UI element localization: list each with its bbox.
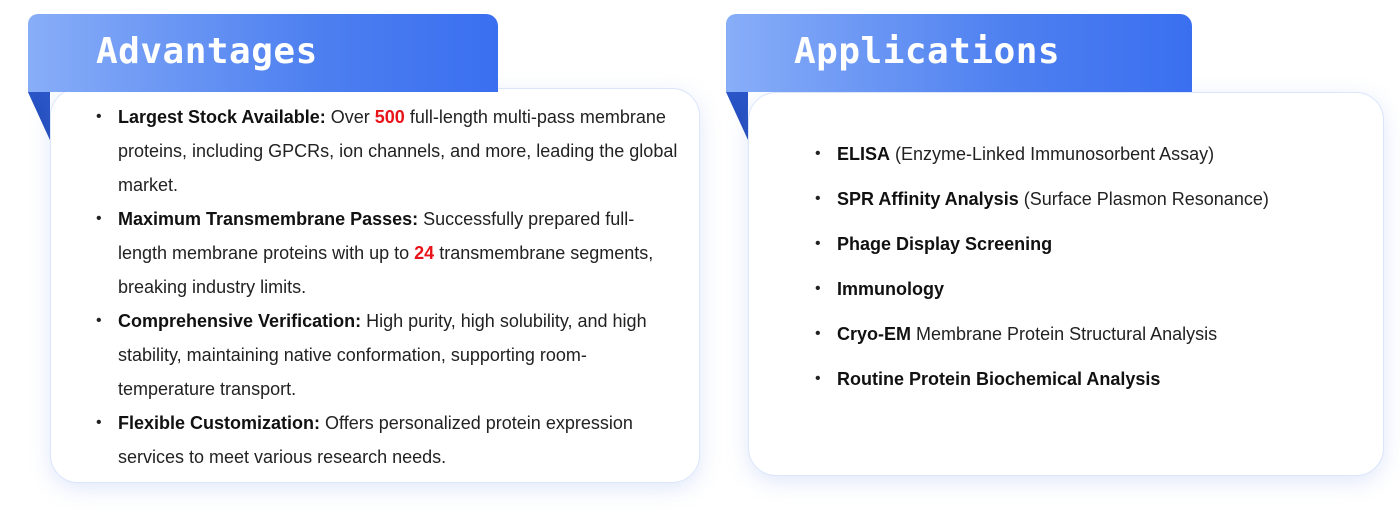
item-text: Successfully prepared full-length membra… [118, 209, 635, 263]
item-text: (Surface Plasmon Resonance) [1018, 189, 1269, 209]
item-text: Membrane Protein Structural Analysis [911, 324, 1218, 344]
item-heading: Cryo-EM [837, 324, 912, 344]
advantages-header-tab: Advantages [28, 14, 498, 92]
bullet-icon: • [815, 280, 821, 297]
item-text: transmembrane segments, breaking industr… [118, 243, 654, 297]
item-heading: Routine Protein Biochemical Analysis [837, 369, 1161, 389]
item-text: full-length multi-pass membrane proteins… [118, 107, 678, 195]
item-text: Offers personalized protein expression s… [118, 413, 633, 467]
item-heading: Flexible Customization: [118, 413, 321, 433]
advantages-card [50, 88, 700, 483]
list-item: • Maximum Transmembrane Passes: Successf… [96, 202, 678, 304]
item-heading: Comprehensive Verification: [118, 311, 362, 331]
highlight-number: 24 [414, 243, 435, 263]
bullet-icon: • [815, 235, 821, 252]
item-heading: Largest Stock Available: [118, 107, 326, 127]
applications-list: • ELISA (Enzyme-Linked Immunosorbent Ass… [815, 137, 1357, 407]
bullet-icon: • [96, 210, 102, 227]
bullet-icon: • [96, 312, 102, 329]
item-heading: Phage Display Screening [837, 234, 1053, 254]
bullet-icon: • [815, 370, 821, 387]
item-text: High purity, high solubility, and high s… [118, 311, 647, 399]
list-item: • Comprehensive Verification: High purit… [96, 304, 678, 406]
list-item: • Phage Display Screening [815, 227, 1357, 261]
applications-title: Applications [794, 31, 1061, 72]
bullet-icon: • [96, 108, 102, 125]
list-item: • Largest Stock Available: Over 500 full… [96, 100, 678, 202]
list-item: • ELISA (Enzyme-Linked Immunosorbent Ass… [815, 137, 1357, 171]
item-text: Over [325, 107, 375, 127]
item-heading: SPR Affinity Analysis [837, 189, 1019, 209]
applications-ribbon-fold [726, 92, 748, 140]
applications-header-tab: Applications [726, 14, 1192, 92]
list-item: • Routine Protein Biochemical Analysis [815, 362, 1357, 396]
list-item: • Cryo-EM Membrane Protein Structural An… [815, 317, 1357, 351]
bullet-icon: • [815, 145, 821, 162]
list-item: • SPR Affinity Analysis (Surface Plasmon… [815, 182, 1357, 216]
highlight-number: 500 [374, 107, 405, 127]
bullet-icon: • [96, 414, 102, 431]
list-item: • Flexible Customization: Offers persona… [96, 406, 678, 474]
item-heading: Maximum Transmembrane Passes: [118, 209, 419, 229]
item-heading: Immunology [837, 279, 944, 299]
advantages-title: Advantages [96, 31, 318, 72]
advantages-list: • Largest Stock Available: Over 500 full… [96, 100, 678, 474]
bullet-icon: • [815, 325, 821, 342]
list-item: • Immunology [815, 272, 1357, 306]
applications-card [748, 92, 1384, 476]
bullet-icon: • [815, 190, 821, 207]
item-text: (Enzyme-Linked Immunosorbent Assay) [890, 144, 1215, 164]
item-heading: ELISA [837, 144, 891, 164]
